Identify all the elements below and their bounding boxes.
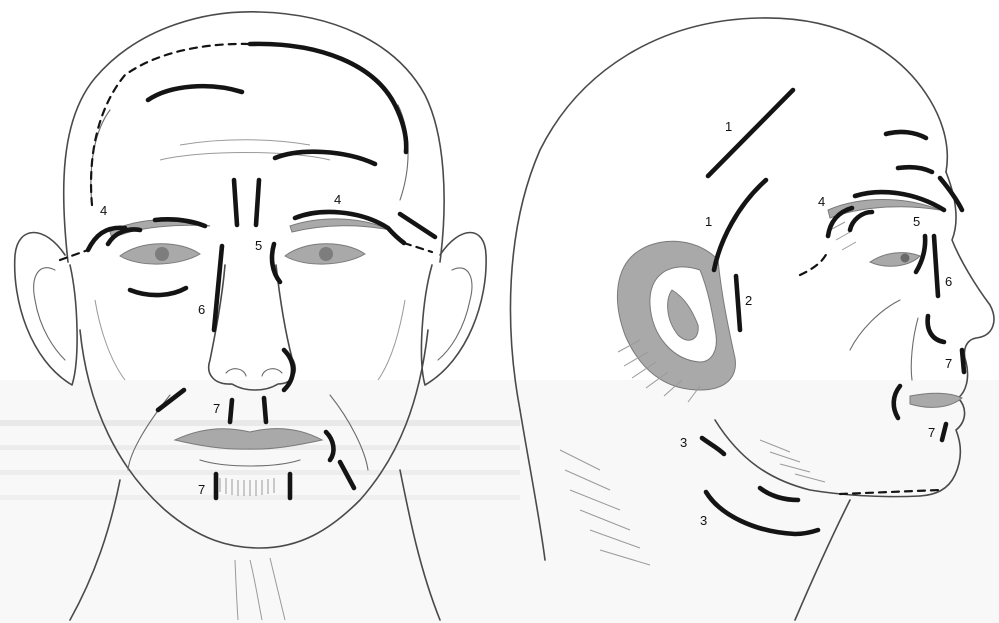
- side-incision-lower-lid-dashed: [800, 250, 828, 275]
- front-label-7-upper: 7: [213, 401, 220, 416]
- front-incision-medial-canthus: [272, 244, 280, 282]
- side-incision-forehead-upper: [886, 132, 926, 138]
- front-label-6: 6: [198, 302, 205, 317]
- side-label-2: 2: [745, 293, 752, 308]
- front-label-4-right: 4: [334, 192, 341, 207]
- front-nose: [209, 265, 295, 390]
- front-incision-philtrum-left: [230, 400, 232, 422]
- front-incision-forehead-right: [275, 152, 375, 164]
- front-right-ear: [421, 233, 486, 386]
- side-label-7-upper: 7: [945, 356, 952, 371]
- front-label-7-lower: 7: [198, 482, 205, 497]
- side-label-1-upper: 1: [725, 119, 732, 134]
- side-label-3-lower: 3: [700, 513, 707, 528]
- side-incision-alar: [928, 316, 944, 342]
- side-label-6: 6: [945, 274, 952, 289]
- side-label-7-lower: 7: [928, 425, 935, 440]
- side-label-4: 4: [818, 194, 825, 209]
- side-incision-glabella: [940, 178, 962, 210]
- side-incision-temporal: [714, 180, 766, 270]
- side-label-3-upper: 3: [680, 435, 687, 450]
- front-label-5: 5: [255, 238, 262, 253]
- side-incision-preauricular: [736, 276, 740, 330]
- front-label-4-left: 4: [100, 203, 107, 218]
- side-incision-forehead-lower: [898, 167, 932, 172]
- side-incision-scalp-upper: [708, 90, 793, 176]
- front-incision-temple-right: [400, 214, 435, 237]
- front-incision-coronal-dashed: [91, 44, 250, 205]
- side-label-1-lower: 1: [705, 214, 712, 229]
- side-label-5: 5: [913, 214, 920, 229]
- side-incision-nasal-side: [934, 236, 938, 296]
- front-incision-glabella-left: [234, 180, 237, 225]
- front-hairline: [91, 105, 408, 205]
- front-incision-glabella-right: [256, 180, 259, 225]
- side-incision-upper-lip: [962, 350, 964, 372]
- front-incision-temple-right-dashed: [404, 243, 432, 252]
- front-incision-philtrum-right: [264, 398, 266, 422]
- side-eye: [870, 253, 920, 267]
- front-incision-lower-lid: [130, 288, 186, 295]
- side-incision-medial-canthus: [916, 236, 925, 272]
- front-incision-forehead-left: [148, 86, 242, 100]
- front-incision-coronal: [250, 44, 406, 152]
- side-incision-upper-lid: [850, 212, 872, 230]
